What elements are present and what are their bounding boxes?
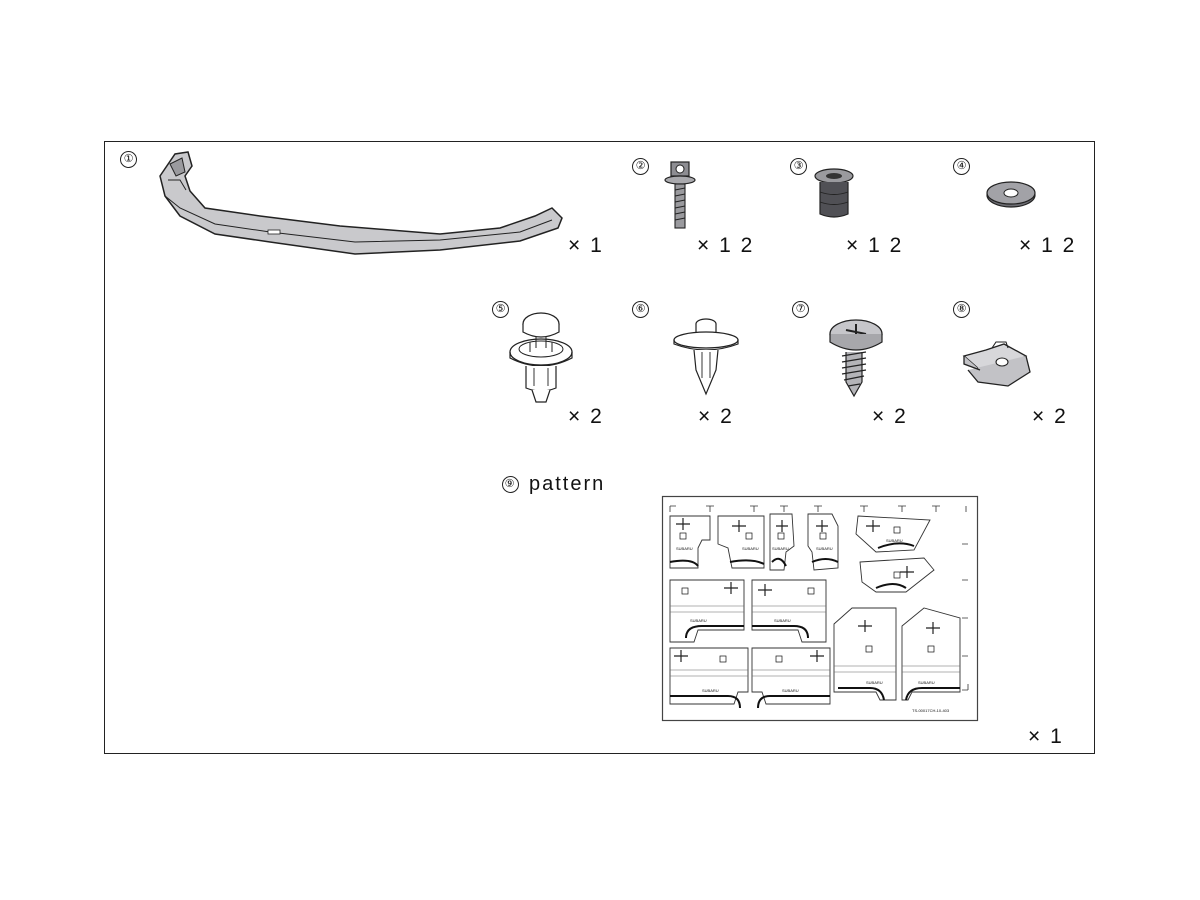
part-9-label: ⑨ pattern xyxy=(502,473,605,496)
part-5-quantity: × 2 xyxy=(568,405,604,428)
part-number-4: ④ xyxy=(953,158,970,175)
part-9-quantity: × 1 xyxy=(1028,725,1064,748)
svg-text:SUBARU: SUBARU xyxy=(702,688,719,693)
pattern-sheet-code: TS-00017CH-10-403 xyxy=(912,708,950,713)
part-number-6: ⑥ xyxy=(632,301,649,318)
pattern-sheet-icon: SUBARU SUBARU SUBARU SUBARU SUBARU SUBAR… xyxy=(661,495,979,722)
part-8-quantity: × 2 xyxy=(1032,405,1068,428)
svg-text:SUBARU: SUBARU xyxy=(782,688,799,693)
part-number-9: ⑨ xyxy=(502,476,519,493)
part-number-1: ① xyxy=(120,151,137,168)
part-number-2: ② xyxy=(632,158,649,175)
flange-bolt-icon xyxy=(662,160,698,232)
u-nut-clip-icon xyxy=(958,340,1036,390)
part-number-5: ⑤ xyxy=(492,301,509,318)
push-clip-icon xyxy=(506,308,576,406)
part-3-quantity: × 1 2 xyxy=(846,234,904,257)
part-1-quantity: × 1 xyxy=(568,234,604,257)
part-4-quantity: × 1 2 xyxy=(1019,234,1077,257)
svg-text:SUBARU: SUBARU xyxy=(774,618,791,623)
svg-text:SUBARU: SUBARU xyxy=(918,680,935,685)
part-6-quantity: × 2 xyxy=(698,405,734,428)
part-2-quantity: × 1 2 xyxy=(697,234,755,257)
part-number-3: ③ xyxy=(790,158,807,175)
part-number-7: ⑦ xyxy=(792,301,809,318)
washer-icon xyxy=(985,180,1037,210)
parts-list-panel xyxy=(104,141,1095,754)
svg-text:SUBARU: SUBARU xyxy=(886,538,903,543)
svg-text:SUBARU: SUBARU xyxy=(690,618,707,623)
part-number-8: ⑧ xyxy=(953,301,970,318)
svg-text:SUBARU: SUBARU xyxy=(772,546,789,551)
svg-text:SUBARU: SUBARU xyxy=(676,546,693,551)
svg-text:SUBARU: SUBARU xyxy=(866,680,883,685)
part-7-quantity: × 2 xyxy=(872,405,908,428)
svg-text:SUBARU: SUBARU xyxy=(742,546,759,551)
tapping-screw-icon xyxy=(826,316,890,398)
rivet-nut-icon xyxy=(810,168,858,222)
svg-text:SUBARU: SUBARU xyxy=(816,546,833,551)
part-9-name: pattern xyxy=(529,473,606,495)
front-lip-spoiler-icon xyxy=(140,146,570,258)
push-rivet-icon xyxy=(671,318,741,396)
